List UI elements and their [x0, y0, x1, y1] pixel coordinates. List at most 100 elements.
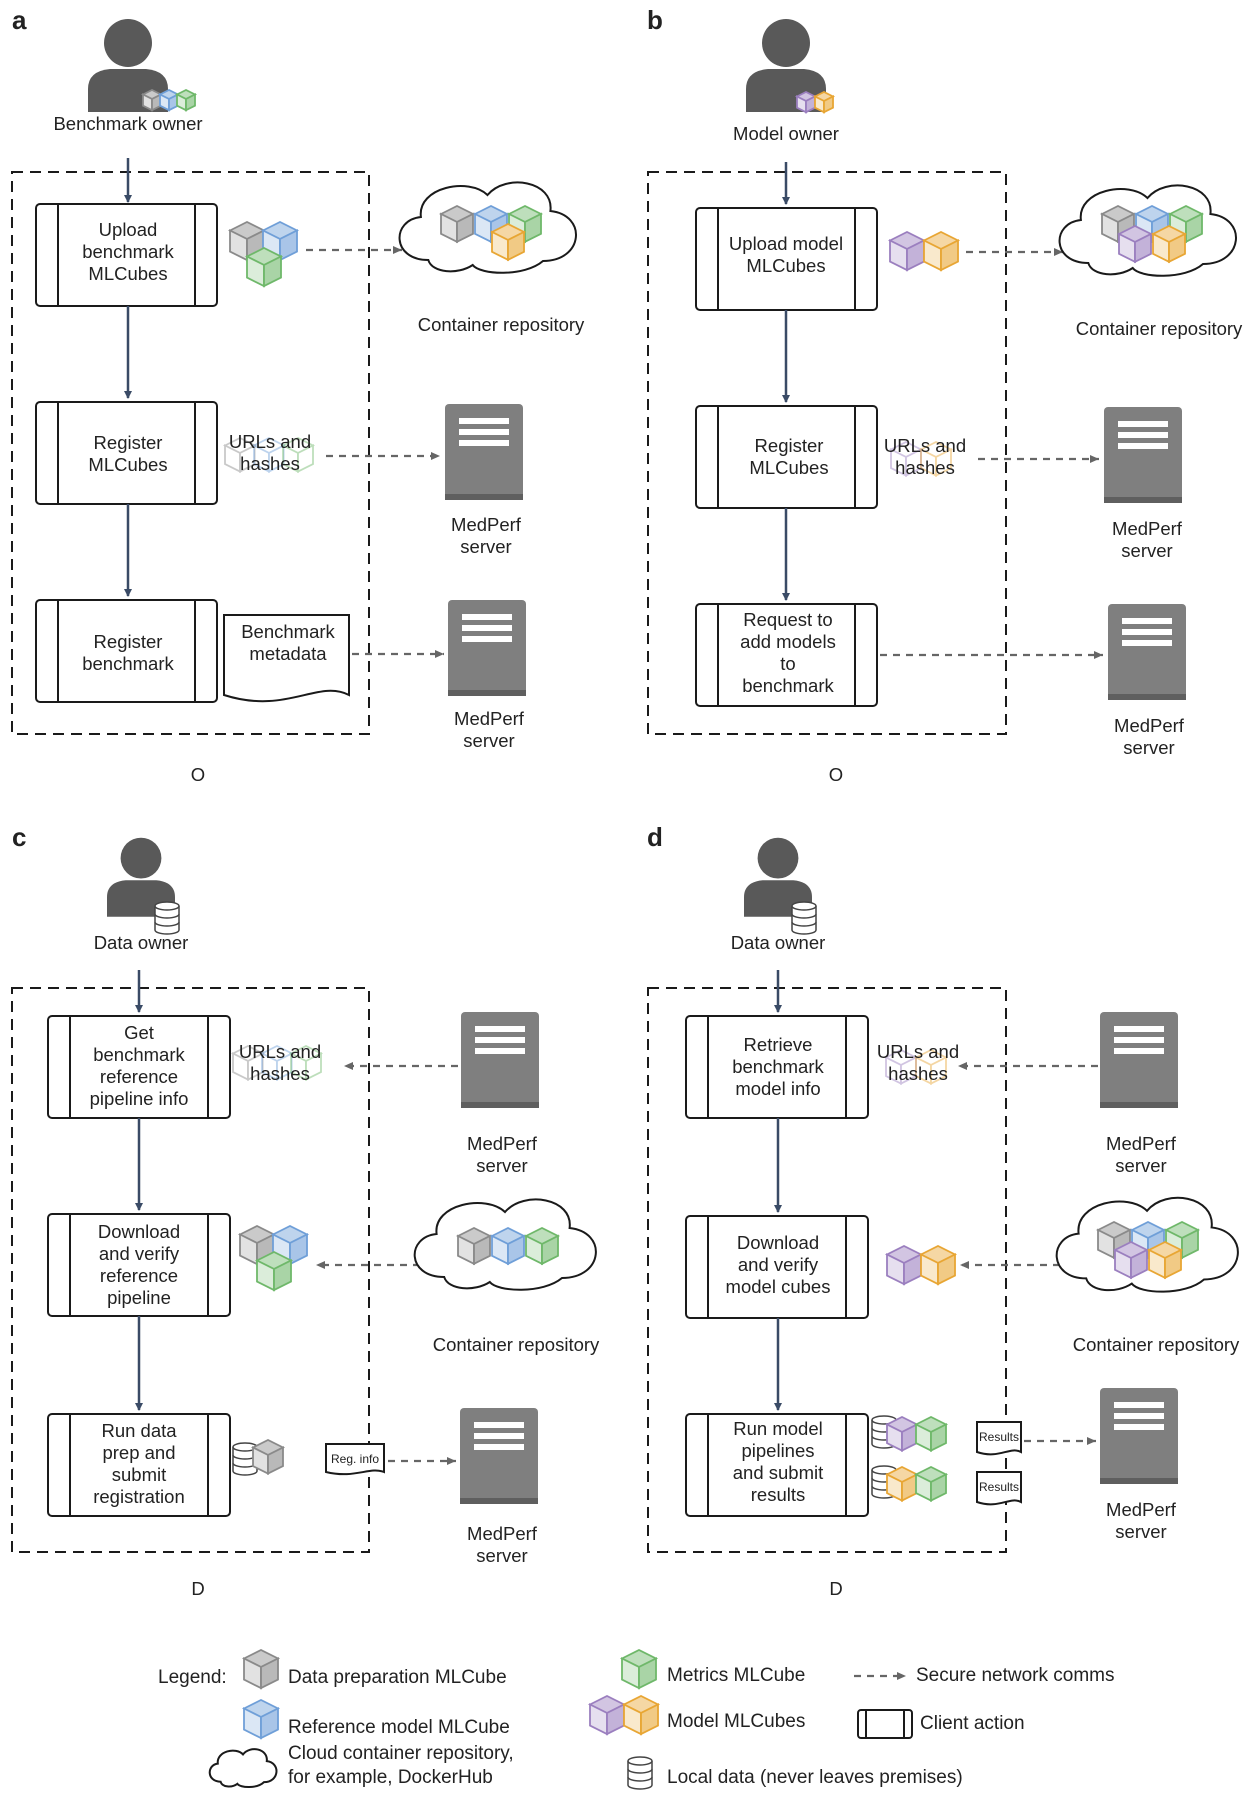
- panel-d-server-icon-2: [1100, 1388, 1178, 1484]
- panel-b-artifact-0-label-line: hashes: [895, 457, 955, 478]
- server-line: [474, 1422, 524, 1428]
- panel-d-step-0-label-line: Retrieve: [744, 1034, 813, 1055]
- panel-d-target-2-label-line: server: [1115, 1521, 1166, 1542]
- panel-c-step-1-label-line: reference: [100, 1265, 178, 1286]
- cube-top: [259, 1044, 295, 1063]
- legend-cube-gray-icon: [241, 1648, 281, 1690]
- server-line: [1114, 1037, 1164, 1043]
- panel-a-letter: a: [12, 5, 27, 35]
- panel-b-actor: Model owner: [733, 123, 839, 144]
- legend-item-1-label-line: Reference model MLCube: [288, 1717, 510, 1738]
- legend-item-5-label-line: Local data (never leaves premises): [667, 1767, 963, 1788]
- panel-c-target-2-label-line: MedPerf: [467, 1523, 538, 1544]
- panel-d-letter: d: [647, 822, 663, 852]
- server-body: [1104, 407, 1182, 503]
- panel-c-faded-cube-gray: [230, 1044, 266, 1082]
- cube-right: [1134, 232, 1152, 264]
- panel-b-cube-purple: [887, 230, 927, 272]
- server-line: [475, 1048, 525, 1054]
- action-box-frame: [35, 203, 218, 307]
- cube-right: [263, 255, 282, 288]
- panel-a-server-icon-2: [448, 600, 526, 696]
- server-line: [1114, 1026, 1164, 1032]
- cube-left: [885, 1056, 902, 1086]
- panel-c-server-icon-2: [460, 1408, 538, 1504]
- panel-c-db-cube-gray: [250, 1438, 286, 1476]
- panel-d-cube-orange: [918, 1244, 958, 1286]
- panel-a-cloud-cube-gray: [438, 204, 476, 244]
- panel-d-premises-box: [647, 987, 1007, 1553]
- legend-client-action-icon: [857, 1709, 913, 1739]
- server-line: [462, 614, 512, 620]
- legend: Legend:Data preparation MLCubeReference …: [158, 1648, 1115, 1790]
- panel-d-step-0-label-line: benchmark: [732, 1056, 824, 1077]
- server-line: [1118, 443, 1168, 449]
- cube-right: [900, 1056, 917, 1086]
- panel-a-premises-label: O: [191, 764, 205, 785]
- cube-left: [232, 1052, 249, 1082]
- panel-b-premises-label-line: O: [829, 764, 843, 785]
- panel-a-artifact-1-label-line: metadata: [249, 643, 327, 664]
- person-head: [104, 19, 152, 67]
- cube-right: [1168, 232, 1186, 264]
- panel-b-premises-label: O: [829, 764, 843, 785]
- db-top: [154, 901, 180, 911]
- legend-item-6-label-line: Secure network comms: [916, 1665, 1115, 1686]
- panel-a-cloud-cube-orange: [489, 222, 527, 262]
- server-base: [461, 1102, 539, 1108]
- client-action-frame: [857, 1709, 913, 1739]
- legend-item-0-label: Data preparation MLCube: [288, 1667, 507, 1688]
- cube-right: [289, 1233, 308, 1266]
- panel-c-step-0-label-line: benchmark: [93, 1044, 185, 1065]
- panel-c-premises-label: D: [191, 1578, 204, 1599]
- panel-b-step-2: [695, 603, 878, 707]
- legend-item-7-label-line: Client action: [920, 1713, 1025, 1734]
- legend-item-1-label: Reference model MLCube: [288, 1717, 510, 1738]
- cube-right: [905, 448, 922, 478]
- panel-d-artifact-1-label: Results: [979, 1430, 1019, 1444]
- cube-right: [273, 1259, 292, 1292]
- panel-d-person-db-icon: [791, 901, 817, 935]
- server-base: [1100, 1102, 1178, 1108]
- server-line: [459, 418, 509, 424]
- panel-d-artifact-2-label-line: Results: [979, 1480, 1019, 1494]
- panel-c-artifact-0-label-line: hashes: [250, 1063, 310, 1084]
- server-line: [1114, 1402, 1164, 1408]
- panel-b-cloud-cube-orange: [1150, 224, 1188, 264]
- panel-d-row1-cube-orange: [884, 1465, 920, 1503]
- panel-b-target-2-label-line: server: [1123, 737, 1174, 758]
- panel-a-target-1-label-line: MedPerf: [451, 514, 522, 535]
- server-line: [474, 1433, 524, 1439]
- cube-right: [267, 1446, 284, 1476]
- server-body: [460, 1408, 538, 1504]
- panel-c-db-icon: [232, 1442, 258, 1476]
- legend-item-2-label: Cloud container repository,for example, …: [288, 1743, 514, 1788]
- cube-right: [1185, 212, 1203, 244]
- server-base: [448, 690, 526, 696]
- cube-top: [888, 440, 924, 459]
- action-box-frame: [695, 603, 878, 707]
- panel-d-row0-cube-green: [913, 1415, 949, 1453]
- cube-right: [1130, 1248, 1148, 1280]
- panel-c-target-2-label-line: server: [476, 1545, 527, 1566]
- panel-c-step-2: [47, 1413, 231, 1517]
- cube-right: [638, 1657, 657, 1690]
- panel-d-row1-cube-green: [913, 1465, 949, 1503]
- panel-c-target-0-label-line: server: [476, 1155, 527, 1176]
- person-head: [120, 837, 162, 879]
- panel-d-target-1-label-line: Container repository: [1073, 1334, 1240, 1355]
- panel-c-reg-doc-icon: [325, 1443, 385, 1476]
- panel-d-cube-purple: [884, 1244, 924, 1286]
- cube-right: [930, 1473, 947, 1503]
- panel-b-server-icon-1: [1104, 407, 1182, 503]
- server-base: [1108, 694, 1186, 700]
